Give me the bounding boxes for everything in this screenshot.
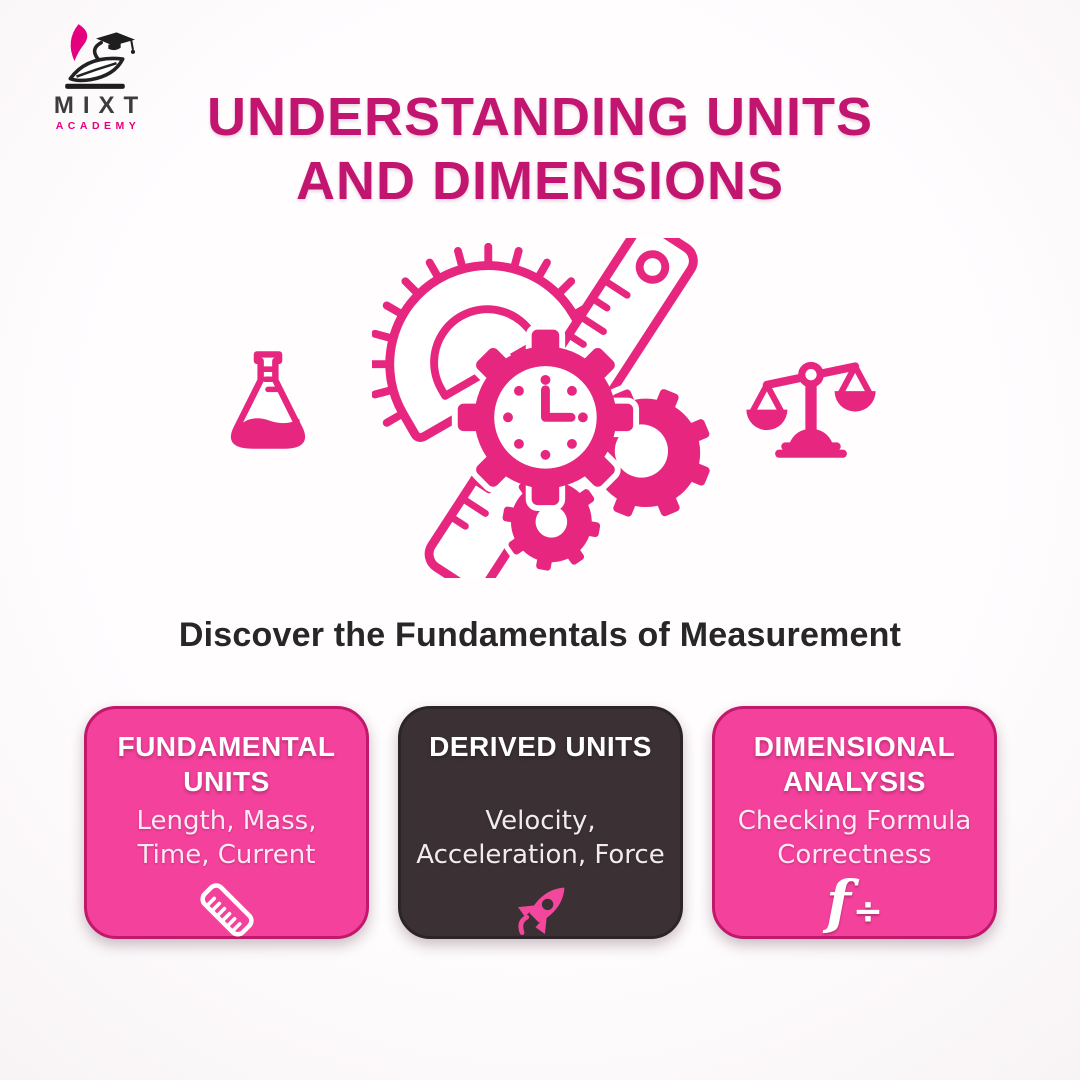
measurement-tools-icon bbox=[372, 238, 712, 578]
card-body: Length, Mass, Time, Current bbox=[136, 806, 317, 870]
card-icon-box bbox=[503, 873, 579, 955]
brand-logo-bird-icon bbox=[65, 24, 136, 89]
card-title: FUNDAMENTAL UNITS bbox=[117, 731, 336, 797]
card-title: DERIVED UNITS bbox=[429, 731, 652, 762]
ruler-icon bbox=[199, 882, 254, 937]
card-fundamental-units: FUNDAMENTAL UNITS Length, Mass, Time, Cu… bbox=[84, 706, 369, 939]
cards-row: FUNDAMENTAL UNITS Length, Mass, Time, Cu… bbox=[84, 706, 997, 939]
brand-name: MIXT bbox=[53, 92, 148, 119]
balance-scale-icon bbox=[746, 361, 876, 458]
rocket-icon bbox=[517, 887, 564, 935]
card-body: Checking Formula Correctness bbox=[737, 806, 972, 870]
card-icon-box: f ÷ bbox=[826, 873, 883, 937]
brand-logo: MIXT ACADEMY bbox=[38, 18, 154, 132]
divide-glyph: ÷ bbox=[852, 891, 884, 933]
page-title: UNDERSTANDING UNITS AND DIMENSIONS bbox=[207, 87, 873, 211]
card-body: Velocity, Acceleration, Force bbox=[416, 806, 665, 870]
formula-divide-icon: f ÷ bbox=[825, 867, 884, 936]
card-title: DIMENSIONAL ANALYSIS bbox=[753, 731, 956, 797]
card-icon-box bbox=[191, 873, 263, 951]
formula-f-glyph: f bbox=[825, 867, 851, 936]
subtitle: Discover the Fundamentals of Measurement bbox=[178, 616, 902, 654]
brand-tagline: ACADEMY bbox=[55, 120, 141, 132]
card-dimensional-analysis: DIMENSIONAL ANALYSIS Checking Formula Co… bbox=[712, 706, 997, 939]
flask-icon bbox=[230, 351, 306, 449]
card-derived-units: DERIVED UNITS Velocity, Acceleration, Fo… bbox=[398, 706, 683, 939]
